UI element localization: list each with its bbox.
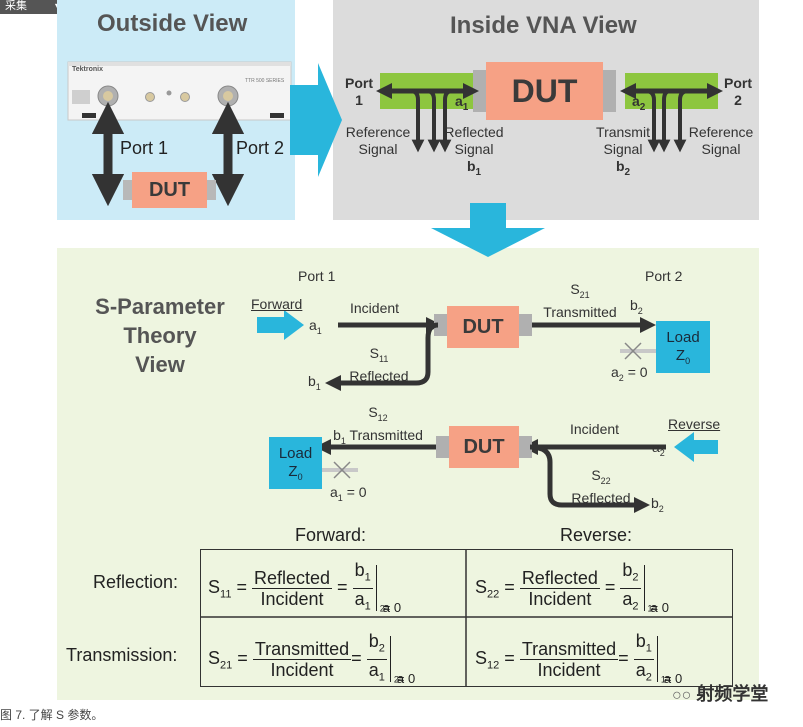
instrument-brand: Tektronix bbox=[72, 66, 103, 73]
rev-a1-eq-zero: a1 = 0 bbox=[330, 484, 367, 503]
big-down-arrow bbox=[431, 203, 545, 257]
rev-incident-label: Incident bbox=[570, 421, 620, 437]
outside-port2-label: Port 2 bbox=[236, 138, 285, 158]
wechat-icon: ○○ bbox=[672, 687, 692, 704]
fwd-load: Load Z0 bbox=[656, 321, 710, 373]
forward-header: Forward: bbox=[295, 525, 367, 545]
fwd-dut: DUT bbox=[447, 306, 519, 348]
inside-vna-title: Inside VNA View bbox=[450, 12, 637, 39]
rev-s12-transmitted-label: S12 b1 Transmitted bbox=[333, 404, 423, 446]
outside-dut: DUT bbox=[132, 172, 207, 208]
reverse-label: Reverse bbox=[668, 416, 721, 432]
fwd-s11-reflected-label: S11 Reflected bbox=[349, 345, 409, 384]
watermark: ○○ 射频学堂 bbox=[672, 684, 769, 704]
fwd-a2-eq-zero: a2 = 0 bbox=[611, 364, 648, 383]
fwd-incident-label: Incident bbox=[350, 300, 400, 316]
inside-a1-label: a1 bbox=[455, 93, 469, 113]
rev-b2-label: b2 bbox=[651, 495, 664, 514]
theory-port1-label: Port 1 bbox=[298, 268, 336, 284]
reverse-input-arrow bbox=[674, 432, 718, 462]
forward-label: Forward bbox=[251, 296, 303, 312]
rev-s22-reflected-label: S22 Reflected bbox=[571, 467, 631, 506]
inside-dut: DUT bbox=[486, 62, 603, 120]
fwd-b2-label: b2 bbox=[630, 297, 643, 316]
inside-a2-label: a2 bbox=[632, 93, 646, 113]
outside-view-title: Outside View bbox=[97, 10, 248, 37]
forward-input-arrow bbox=[257, 310, 304, 340]
theory-port2-label: Port 2 bbox=[645, 268, 683, 284]
fwd-b1-label: b1 bbox=[308, 373, 321, 392]
outside-port1-label: Port 1 bbox=[120, 138, 169, 158]
reflection-row-label: Reflection: bbox=[93, 572, 179, 592]
fwd-s21-transmitted-label: S21 Transmitted bbox=[543, 281, 617, 320]
big-right-arrow bbox=[290, 63, 342, 177]
rev-a2-label: a2 bbox=[652, 439, 665, 458]
transmission-row-label: Transmission: bbox=[66, 645, 178, 665]
rev-load: Load Z0 bbox=[269, 437, 322, 489]
reverse-header: Reverse: bbox=[560, 525, 633, 545]
fwd-a1-label: a1 bbox=[309, 317, 322, 336]
instrument-model: TTR 500 SERIES bbox=[245, 78, 285, 84]
figure-caption: 图 7. 了解 S 参数。 bbox=[0, 708, 104, 722]
s-parameter-table bbox=[200, 549, 733, 687]
rev-dut: DUT bbox=[449, 426, 519, 468]
